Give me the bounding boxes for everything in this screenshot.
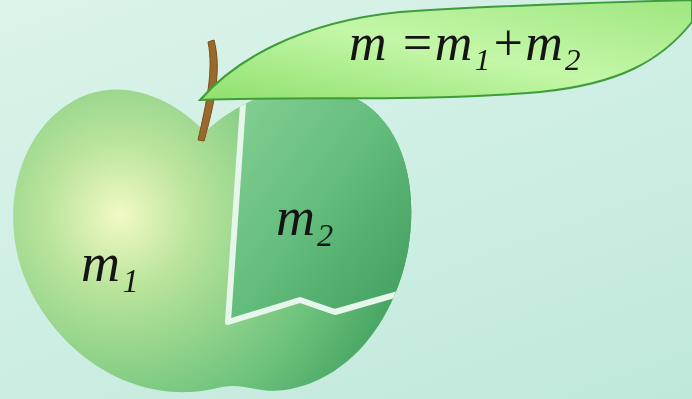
apple-label: m₁ xyxy=(55,228,165,300)
leaf-formula: m =m₁+m₂ xyxy=(280,10,650,76)
formula-text: m₂ xyxy=(276,188,334,247)
piece-label: m₂ xyxy=(250,182,360,254)
leaf xyxy=(200,0,692,100)
formula-text: m =m₁+m₂ xyxy=(349,14,581,71)
formula-text: m₁ xyxy=(81,234,139,293)
